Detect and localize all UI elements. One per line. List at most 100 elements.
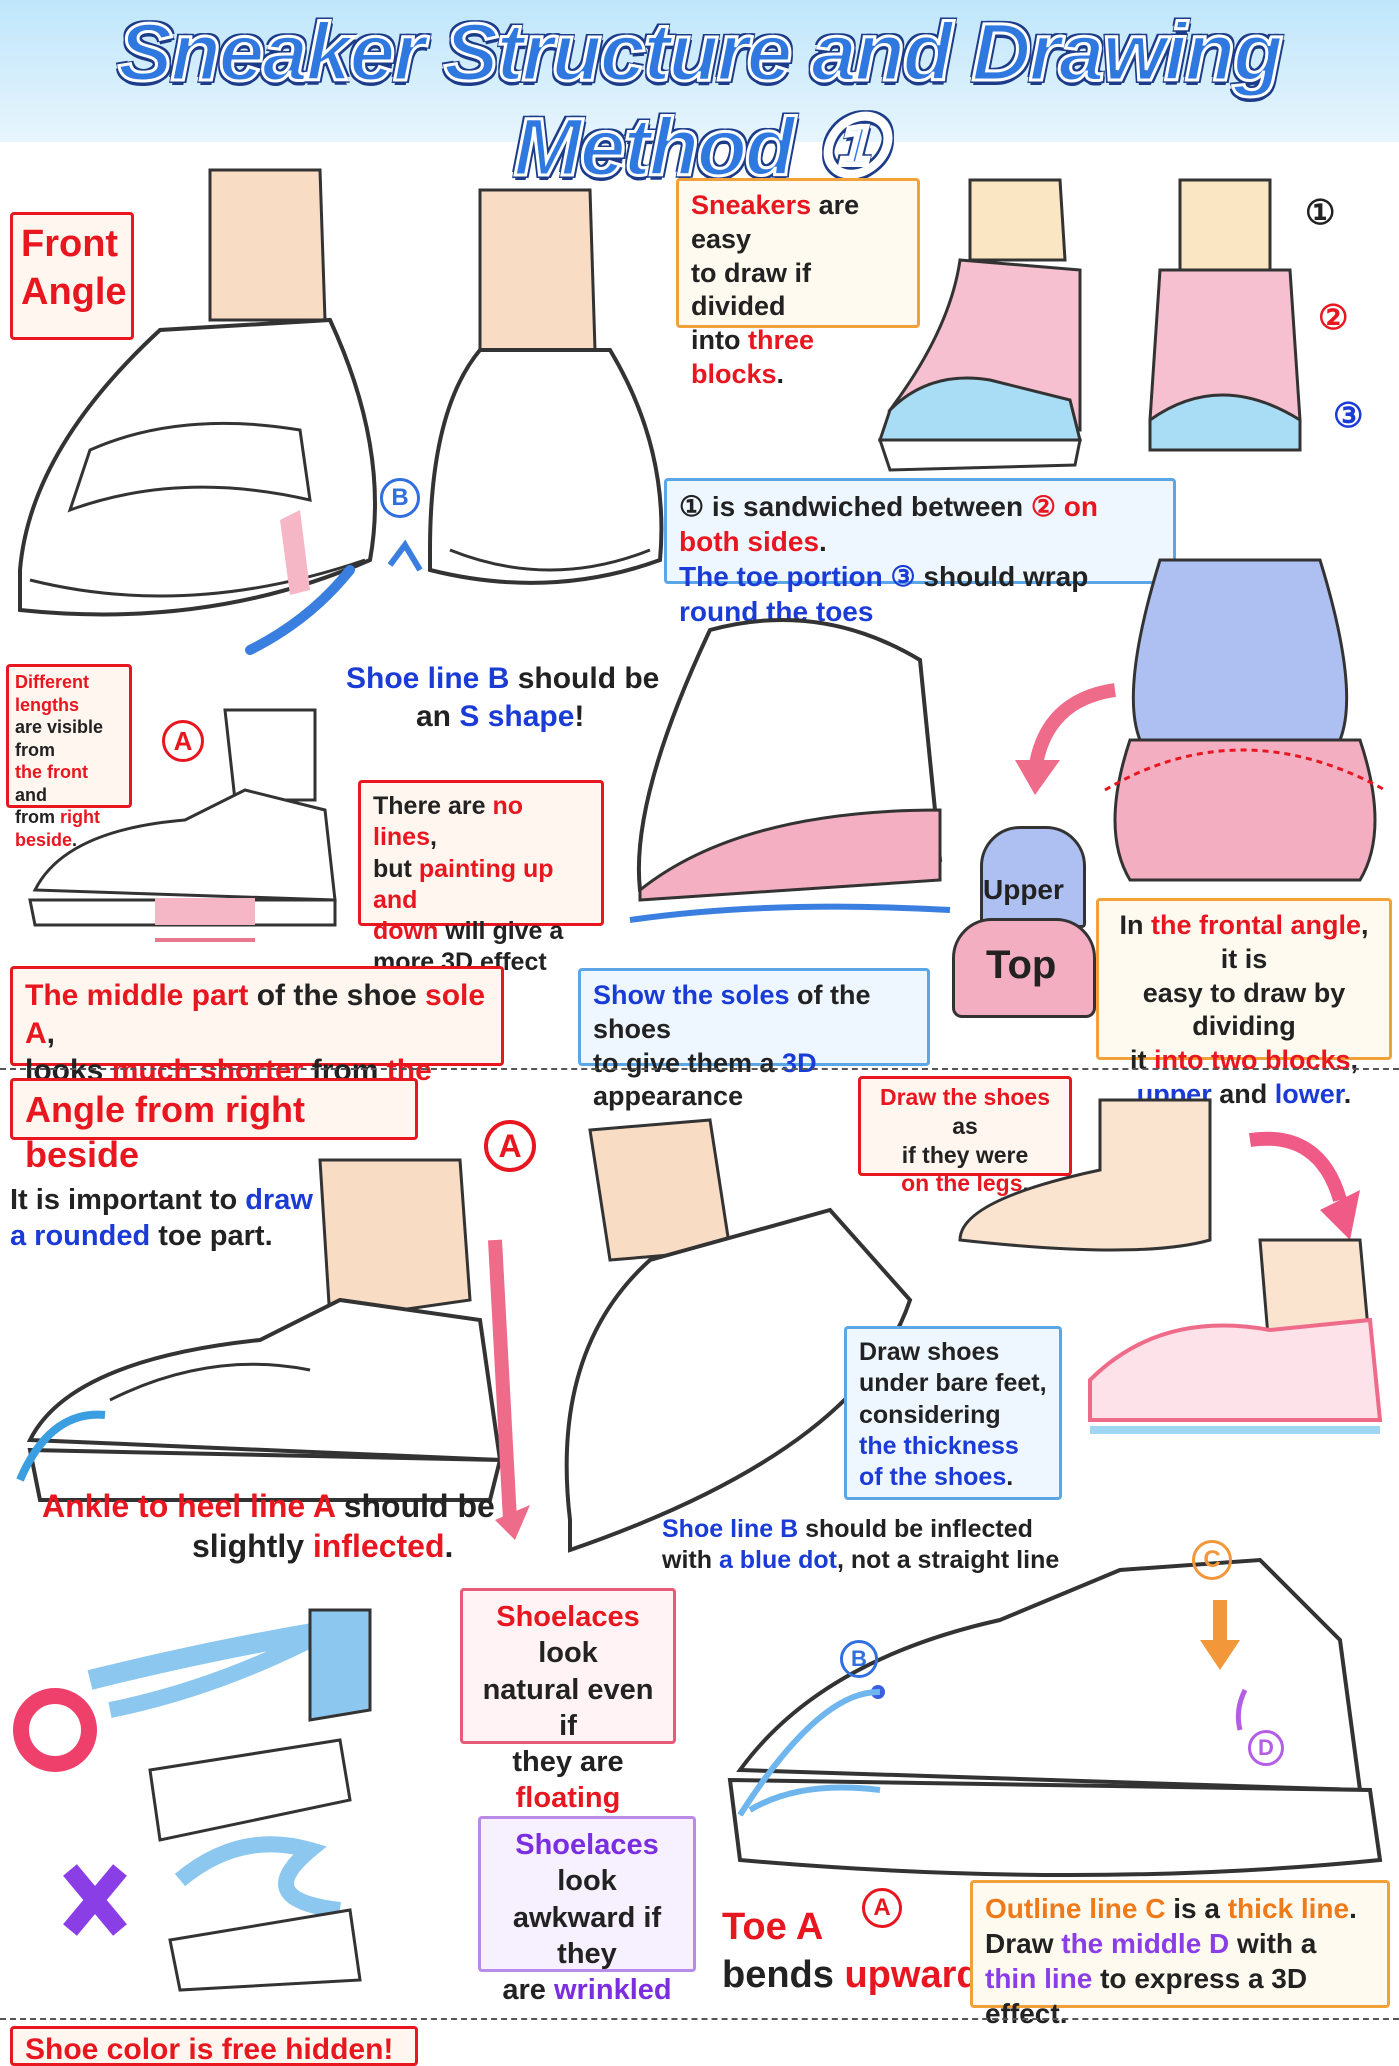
note-text: considering (859, 1400, 1001, 1429)
note-text: are easy (691, 190, 860, 254)
marker-a-side: A (484, 1120, 536, 1172)
note-text: is a (1165, 1893, 1228, 1924)
note-text: no lines (373, 792, 524, 852)
note-text: on the legs (901, 1170, 1023, 1197)
note-text: of the shoe (248, 979, 426, 1012)
note-text: right beside (15, 807, 100, 850)
block-number-2: ② (1318, 299, 1349, 337)
note-text: toe part. (150, 1220, 273, 1253)
note-text: It is important to (10, 1184, 246, 1216)
note-text: , (46, 1016, 56, 1050)
upper-label: Upper (983, 874, 1064, 905)
pink-toe-sneaker (629, 618, 951, 923)
three-blocks-note: Sneakers are easy to draw if divided int… (676, 178, 920, 389)
note-text: to express a 3D effect. (985, 1963, 1308, 2029)
note-text: 3D (782, 1047, 817, 1078)
upper-block (980, 826, 1086, 928)
note-text: Shoelaces (496, 1601, 640, 1633)
note-text: a rounded (10, 1220, 151, 1253)
front-sneaker-illustration (18, 168, 664, 655)
note-text: floating (515, 1782, 621, 1815)
shoe-line-b-note: Shoe line B should be an S shape! (346, 660, 659, 735)
note-text: to give them a (593, 1047, 783, 1078)
toe-a-note: Toe A bends upward. (722, 1904, 990, 1999)
small-side-sneaker (28, 708, 337, 942)
note-text: . (1006, 1463, 1014, 1491)
note-text: thin line (985, 1963, 1093, 1994)
note-text: as (952, 1112, 978, 1139)
note-text: with (662, 1546, 719, 1575)
note-text: of the shoes (593, 980, 871, 1044)
front-angle-heading: Front Angle (10, 212, 134, 340)
rounded-toe-note: It is important to draw a rounded toe pa… (10, 1182, 313, 1255)
note-text: down (373, 917, 439, 945)
front-angle-label: Front Angle (21, 223, 127, 313)
note-text: look (538, 1637, 598, 1670)
note-text: , (429, 823, 437, 852)
title-banner (0, 0, 1399, 142)
note-text: Draw (985, 1928, 1062, 1959)
side-sneaker-illustration (16, 1118, 913, 1553)
note-text: should be inflected (798, 1515, 1033, 1543)
note-text: ② on both sides (679, 491, 1098, 557)
block-number-3: ③ (1333, 397, 1364, 435)
note-text: . (776, 358, 785, 389)
soles-note: Show the soles of the shoes to give them… (578, 968, 930, 1111)
note-text: Different lengths (15, 672, 90, 715)
note-text: Draw the shoes (880, 1084, 1050, 1110)
note-text: the middle D (1061, 1928, 1230, 1959)
note-text: appearance (593, 1081, 744, 1112)
section-divider-2 (0, 2018, 1399, 2020)
two-blocks-sneaker (1104, 558, 1386, 882)
note-text: with a (1229, 1928, 1317, 1959)
note-text: Ankle to heel line A (42, 1488, 335, 1524)
marker-c: C (1192, 1540, 1232, 1580)
outline-note: Outline line C is a thick line. Draw the… (970, 1880, 1390, 2029)
note-text: a blue dot (718, 1546, 837, 1575)
frontal-note: In the frontal angle, it is easy to draw… (1096, 898, 1392, 1109)
bottom-heading-label: Shoe color is free hidden! (25, 2033, 394, 2066)
note-text: awkward if they (512, 1901, 662, 1970)
note-text: ! (574, 699, 585, 733)
note-text: wrinkled (553, 1974, 672, 2006)
note-text: , it is (1220, 910, 1369, 974)
bare-feet-note: Draw shoes under bare feet, considering … (844, 1326, 1062, 1500)
top-label: Top (986, 943, 1057, 987)
different-lengths-note: Different lengths are visible from the f… (6, 664, 132, 850)
floating-note: Shoelaces look natural even if they are … (460, 1588, 676, 1814)
note-text: should be (509, 662, 660, 695)
note-text: There are (373, 792, 493, 820)
three-blocks-diagram (877, 178, 1302, 472)
note-text: if they were (901, 1141, 1029, 1168)
note-text: are (502, 1974, 554, 2006)
note-text: , (1350, 1045, 1359, 1075)
middle-sole-note: The middle part of the shoe sole A, look… (10, 966, 504, 1125)
note-text: into (691, 325, 748, 355)
on-legs-note: Draw the shoes as if they were on the le… (858, 1076, 1072, 1196)
note-text: draw (245, 1184, 313, 1216)
marker-a-toe: A (862, 1888, 902, 1928)
note-text: lower (1274, 1078, 1344, 1109)
note-text: Shoe line B (346, 662, 510, 695)
note-text: Outline line C (985, 1893, 1166, 1924)
note-text: Draw shoes (859, 1338, 1000, 1366)
note-text: Toe A (722, 1906, 824, 1948)
note-text: painting up and (373, 854, 554, 914)
note-text: the frontal angle (1150, 910, 1361, 940)
note-text: ① is sandwiched between (679, 491, 1031, 522)
shoelace-floating-illustration (13, 1608, 372, 1992)
note-text: to draw if divided (691, 257, 811, 322)
note-text: easy to draw by dividing (1142, 977, 1346, 1042)
note-text: the front (15, 762, 88, 782)
note-text: into two blocks (1153, 1045, 1351, 1075)
note-text: The toe portion (679, 561, 891, 592)
note-text: inflected (312, 1528, 445, 1564)
ankle-heel-note: Ankle to heel line A should be slightly … (42, 1486, 495, 1566)
note-text: . (1022, 1170, 1029, 1197)
top-block (952, 918, 1096, 1018)
note-text: . (1343, 1078, 1352, 1109)
note-text: Shoelaces (515, 1829, 659, 1861)
note-text: The middle part (25, 979, 249, 1012)
note-text: the thickness (859, 1431, 1019, 1460)
wrinkled-note: Shoelaces look awkward if they are wrink… (478, 1816, 696, 2006)
